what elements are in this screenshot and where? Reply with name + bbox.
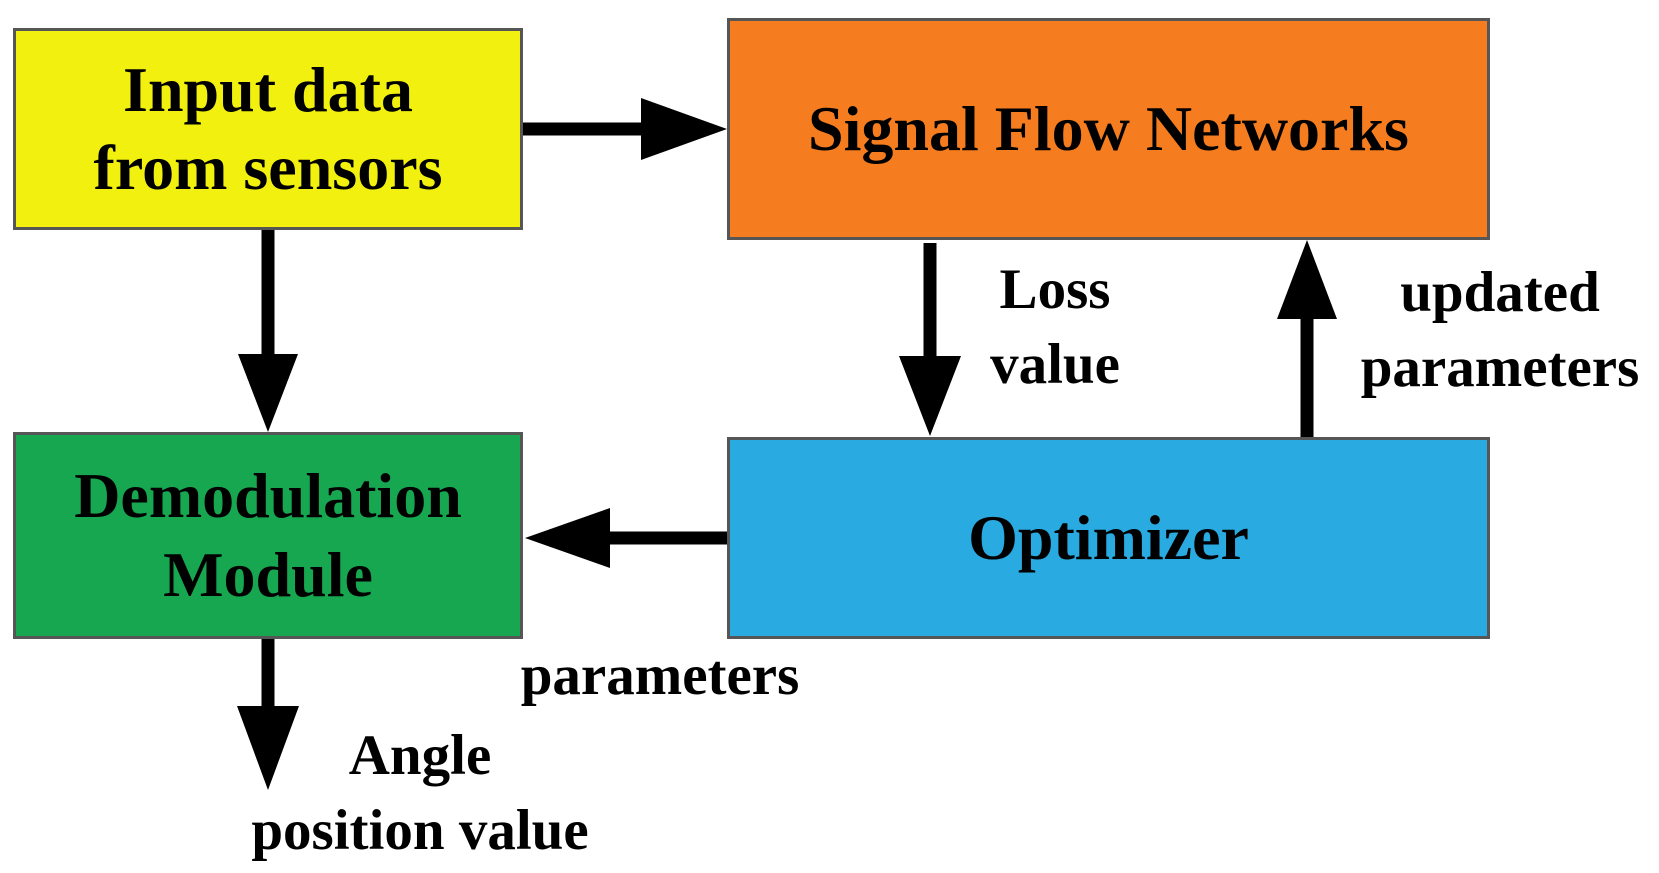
label-line: parameters xyxy=(1360,336,1640,399)
arrowhead-up-icon xyxy=(1277,240,1337,319)
box-signal-flow-networks: Signal Flow Networks xyxy=(727,18,1490,240)
arrow-optimizer-to-signal-flow xyxy=(1277,240,1337,437)
label-updated-parameters: updated parameters xyxy=(1345,255,1655,405)
arrowhead-down-icon xyxy=(238,354,298,432)
box-label-line: Demodulation xyxy=(74,460,462,532)
arrowhead-right-icon xyxy=(641,98,727,160)
label-parameters: parameters xyxy=(495,638,825,713)
label-loss-value: Loss value xyxy=(940,252,1170,402)
box-label-line: Input data xyxy=(123,53,413,125)
box-demodulation-module: Demodulation Module xyxy=(13,432,523,639)
label-line: parameters xyxy=(520,644,800,707)
box-label-line: Optimizer xyxy=(968,501,1249,573)
arrowhead-left-icon xyxy=(525,508,610,568)
label-line: Loss xyxy=(999,258,1111,321)
label-line: updated xyxy=(1400,261,1600,324)
label-line: Angle xyxy=(348,724,492,787)
label-angle-position-value: Angle position value xyxy=(240,718,600,868)
box-label-line: Module xyxy=(163,538,373,610)
box-input-data-from-sensors: Input data from sensors xyxy=(13,28,523,230)
box-optimizer: Optimizer xyxy=(727,437,1490,639)
label-line: position value xyxy=(251,799,589,862)
label-line: value xyxy=(990,333,1120,396)
box-label-line: Signal Flow Networks xyxy=(808,92,1409,164)
arrow-optimizer-to-demodulation xyxy=(525,508,727,568)
box-label-line: from sensors xyxy=(93,132,443,203)
arrow-input-to-signal-flow xyxy=(523,98,727,160)
arrow-input-to-demodulation xyxy=(238,230,298,432)
